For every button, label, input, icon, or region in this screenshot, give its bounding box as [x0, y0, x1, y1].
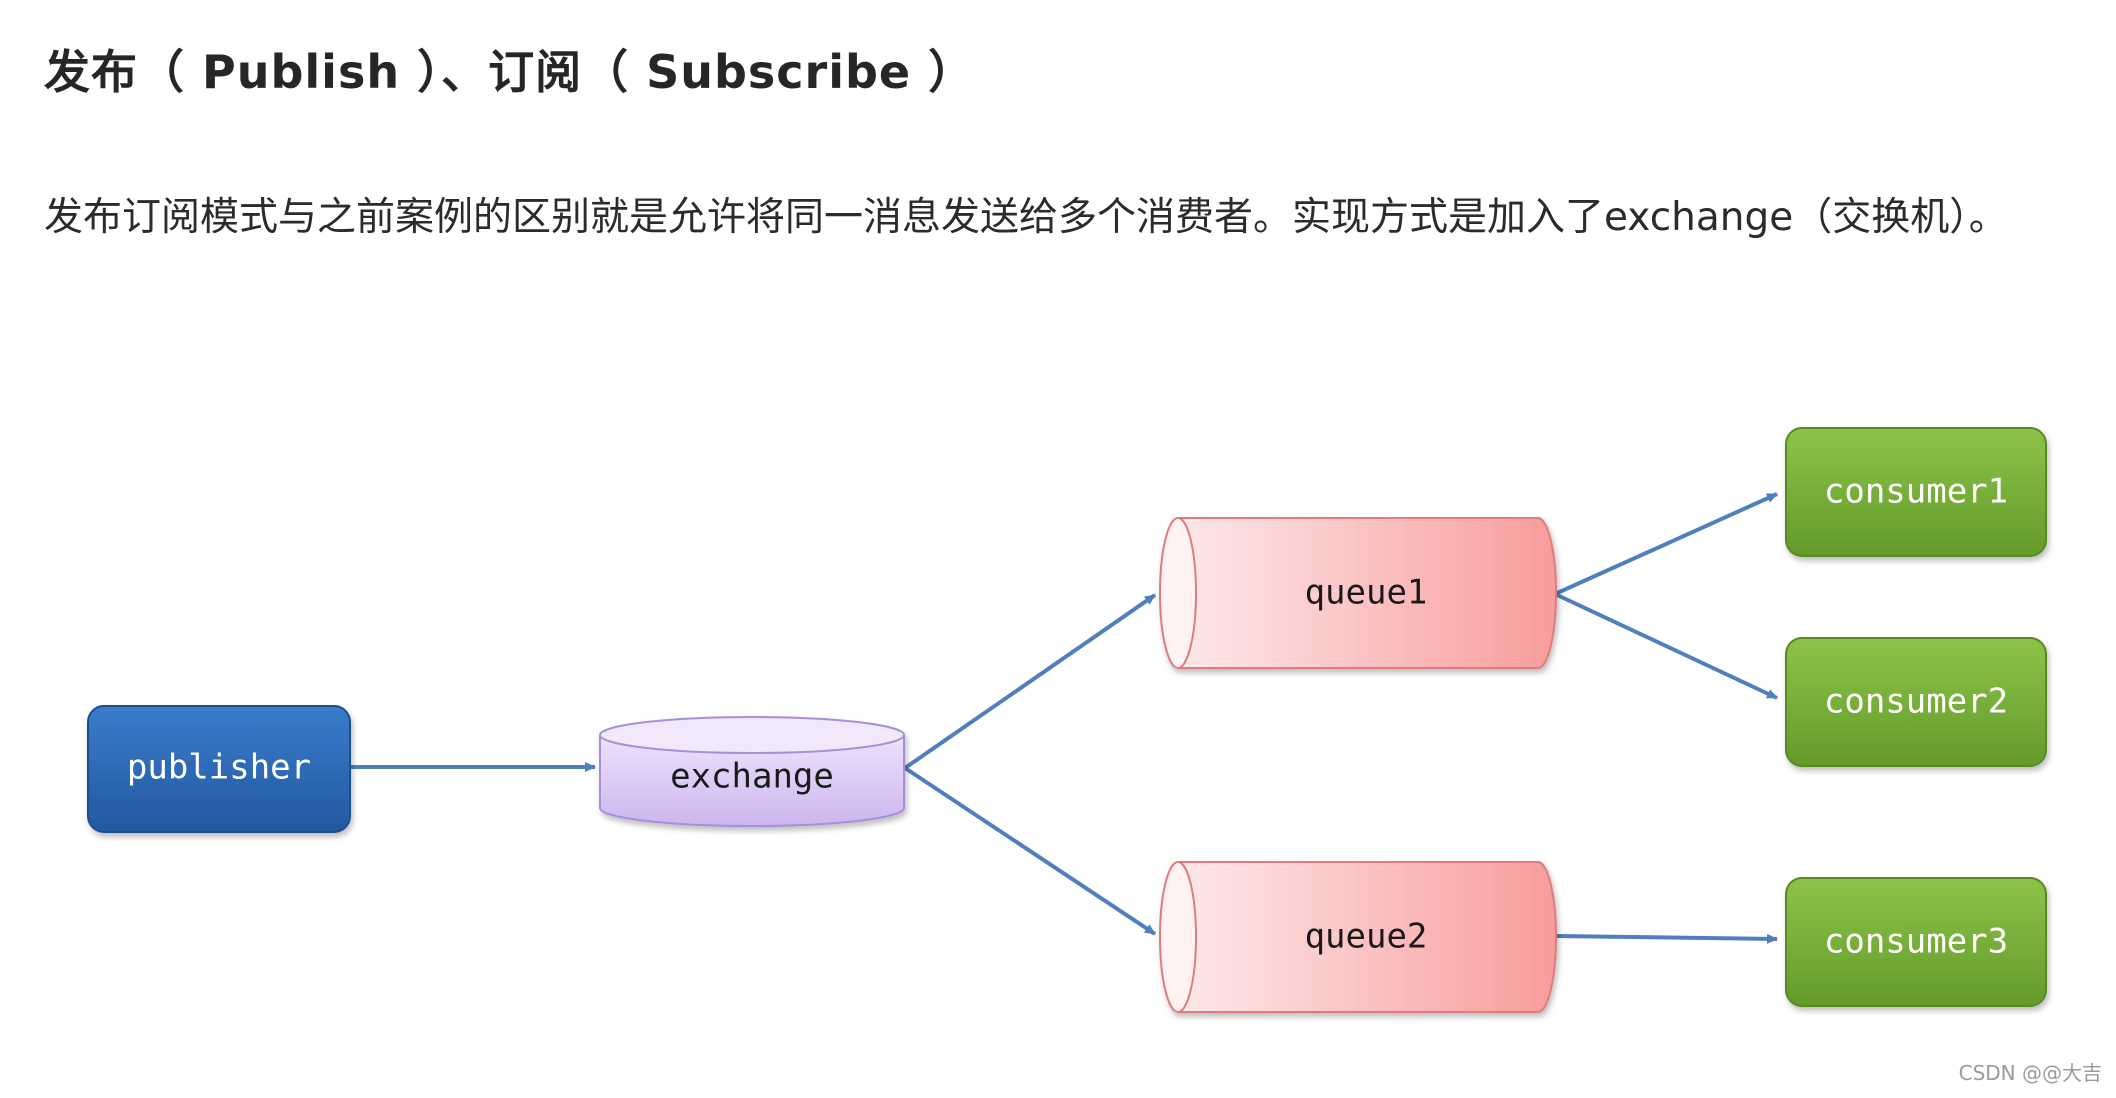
page-title: 发布（ Publish ）、订阅（ Subscribe ）: [44, 45, 976, 99]
arrow-exchange-queue1: [903, 593, 1157, 770]
queue1-label: queue1: [1305, 573, 1428, 613]
arrow-queue2-consumer3: [1554, 933, 1778, 944]
queue1-node: [1159, 517, 1557, 669]
connector-arrows: [350, 492, 1778, 944]
publisher-node: [87, 705, 351, 833]
queue2-node: [1159, 861, 1557, 1013]
description-text: 发布订阅模式与之前案例的区别就是允许将同一消息发送给多个消费者。实现方式是加入了…: [44, 195, 2008, 240]
consumer3-label: consumer3: [1824, 922, 2008, 962]
watermark: CSDN @@大吉: [1958, 1061, 2102, 1085]
consumer2-node: [1785, 637, 2047, 767]
consumer3-node: [1785, 877, 2047, 1007]
publisher-label: publisher: [127, 748, 311, 788]
arrow-queue1-consumer2: [1554, 592, 1778, 700]
queue2-label: queue2: [1305, 917, 1428, 957]
arrow-queue1-consumer1: [1554, 492, 1778, 596]
consumer1-node: [1785, 427, 2047, 557]
consumer1-label: consumer1: [1824, 472, 2008, 512]
arrow-exchange-queue2: [903, 766, 1157, 936]
consumer2-label: consumer2: [1824, 682, 2008, 722]
exchange-node: [599, 716, 905, 827]
exchange-label: exchange: [670, 757, 834, 797]
